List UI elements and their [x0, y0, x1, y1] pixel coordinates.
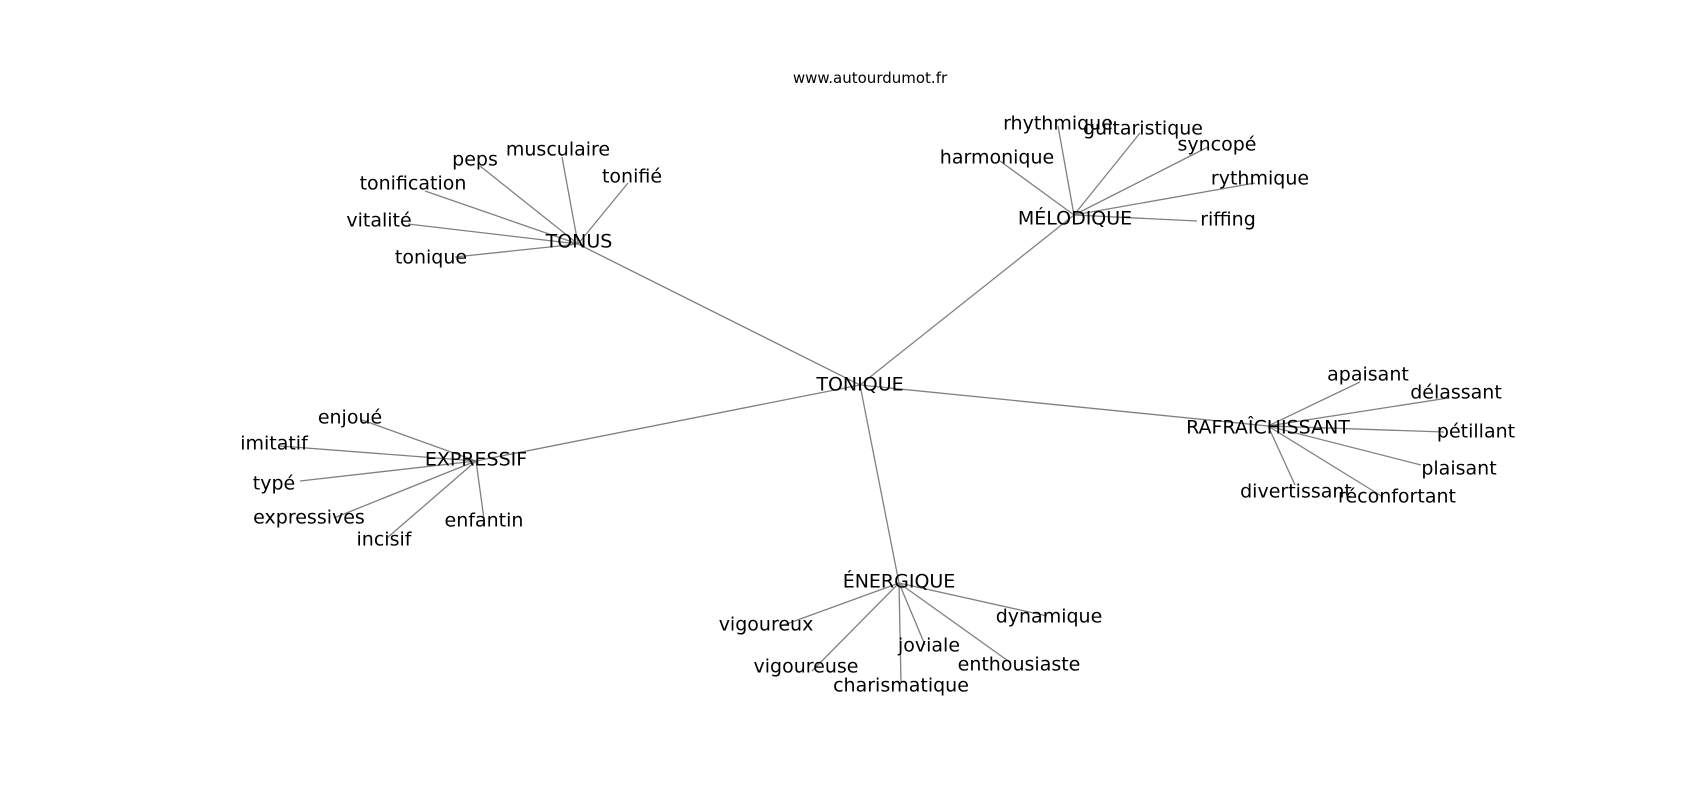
- edge-group-0-word-1: [561, 156, 579, 245]
- word-guitaristique: guitaristique: [1083, 118, 1203, 140]
- edge-group-1-word-3: [999, 160, 1075, 216]
- word-tonifie: tonifié: [602, 166, 662, 188]
- word-musculaire: musculaire: [506, 139, 610, 161]
- group-label-melodique: MÉLODIQUE: [1018, 207, 1132, 230]
- word-enthousiaste: enthousiaste: [958, 654, 1081, 676]
- edge-group-1-word-2: [1073, 146, 1209, 216]
- edge-group-2-word-3: [1267, 425, 1422, 466]
- word-incisif: incisif: [357, 529, 413, 551]
- edge-group-0-word-4: [407, 223, 579, 245]
- edge-group-4-word-0: [361, 419, 477, 462]
- edge-group-4-word-1: [279, 445, 477, 462]
- edge-group-3-word-5: [898, 582, 902, 684]
- word-harmonique: harmonique: [940, 147, 1054, 169]
- group-label-energique: ÉNERGIQUE: [843, 570, 956, 593]
- edge-group-0-word-0: [479, 165, 579, 245]
- edges-layer: [279, 125, 1449, 684]
- word-type: typé: [253, 473, 295, 495]
- edge-group-3-word-0: [898, 582, 1048, 617]
- edge-center-to-group-0: [577, 243, 861, 386]
- word-divertissant: divertissant: [1240, 481, 1352, 503]
- word-enfantin: enfantin: [445, 510, 524, 532]
- word-tonique: tonique: [395, 247, 467, 269]
- edge-group-4-word-3: [333, 460, 477, 519]
- edge-group-3-word-1: [780, 582, 900, 627]
- word-apaisant: apaisant: [1327, 364, 1409, 386]
- edge-group-4-word-5: [475, 460, 485, 520]
- word-syncope: syncopé: [1177, 134, 1256, 156]
- word-petillant: pétillant: [1437, 421, 1515, 443]
- word-enjoue: enjoué: [318, 407, 382, 429]
- edge-group-3-word-2: [898, 582, 926, 646]
- edge-center-to-group-3: [859, 384, 900, 584]
- word-expressives: expressives: [253, 507, 365, 529]
- word-vigoureux: vigoureux: [719, 614, 814, 636]
- edge-group-2-word-2: [1267, 425, 1445, 433]
- word-charismatique: charismatique: [833, 675, 969, 697]
- edge-center-to-group-2: [859, 384, 1269, 427]
- edge-group-3-word-4: [898, 582, 1012, 664]
- source-watermark: www.autourdumot.fr: [793, 69, 948, 87]
- word-peps: peps: [452, 149, 498, 171]
- word-joviale: joviale: [897, 635, 960, 657]
- edge-group-1-word-4: [1073, 182, 1256, 216]
- edge-group-4-word-2: [299, 460, 477, 482]
- edge-center-to-group-1: [859, 214, 1075, 386]
- edge-group-2-word-5: [1267, 425, 1384, 498]
- edge-group-3-word-3: [811, 582, 900, 672]
- word-vigoureuse: vigoureuse: [754, 656, 859, 678]
- edge-group-1-word-1: [1073, 132, 1141, 216]
- edge-group-2-word-0: [1267, 381, 1361, 427]
- word-tonification: tonification: [360, 173, 467, 195]
- word-delassant: délassant: [1410, 382, 1502, 404]
- edge-group-0-word-2: [577, 182, 629, 245]
- edge-group-2-word-1: [1267, 397, 1449, 427]
- word-vitalite: vitalité: [346, 210, 411, 232]
- edge-group-0-word-5: [454, 243, 579, 258]
- word-riffing: riffing: [1200, 209, 1256, 231]
- edge-group-0-word-3: [424, 190, 579, 245]
- edge-group-2-word-4: [1267, 425, 1296, 486]
- edge-group-4-word-4: [386, 460, 477, 539]
- word-rythmique: rythmique: [1211, 168, 1309, 190]
- group-label-expressif: EXPRESSIF: [425, 449, 527, 471]
- word-plaisant: plaisant: [1421, 458, 1496, 480]
- edge-group-1-word-0: [1057, 125, 1075, 216]
- edge-center-to-group-4: [475, 384, 861, 462]
- group-label-tonus: TONUS: [545, 231, 613, 253]
- word-rhythmique: rhythmique: [1003, 113, 1113, 135]
- word-dynamique: dynamique: [996, 606, 1103, 628]
- edge-group-1-word-5: [1073, 214, 1198, 222]
- word-reconfortant: réconfortant: [1338, 486, 1456, 508]
- group-label-rafraichissant: RAFRAÎCHISSANT: [1186, 416, 1350, 439]
- word-imitatif: imitatif: [240, 433, 309, 455]
- center-node-label: TONIQUE: [815, 374, 903, 396]
